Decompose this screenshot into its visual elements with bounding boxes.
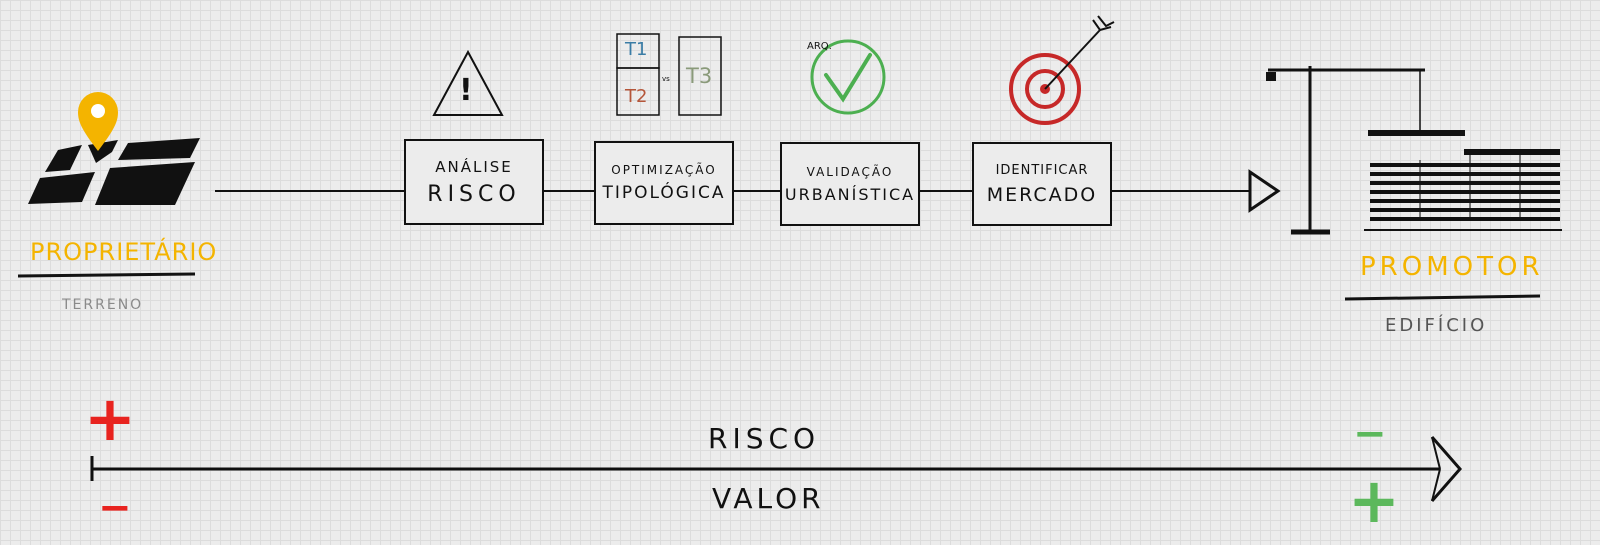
step-3-line1: VALIDAÇÃO [807,165,894,179]
right-minus-sign: − [1353,414,1387,454]
scale-valor-label: VALOR [712,482,825,515]
left-minus-sign: − [98,488,132,528]
step-1-line2: RISCO [427,182,520,207]
process-arrowhead [1250,172,1278,210]
crane-icon [1266,66,1425,232]
step-1-line1: ANÁLISE [435,158,513,176]
step-analise-risco: ANÁLISE RISCO [404,139,544,225]
step-2-line2: TIPOLÓGICA [603,183,726,203]
check-mark [826,55,870,99]
typology-t2-label: T2 [625,86,647,107]
step-optimizacao-tipologica: OPTIMIZAÇÃO TIPOLÓGICA [594,141,734,225]
typology-t3-label: T3 [686,64,712,88]
promotor-title: PROMOTOR [1360,252,1544,282]
proprietario-title: PROPRIETÁRIO [30,238,217,266]
scale-risco-label: RISCO [708,422,820,455]
building-icon [1364,133,1562,230]
land-parcels-icon [28,138,200,205]
right-plus-sign: + [1348,470,1400,532]
target-icon [1011,16,1114,123]
typology-vs-label: vs [662,75,670,83]
step-2-line1: OPTIMIZAÇÃO [611,163,716,177]
step-4-line1: IDENTIFICAR [996,163,1089,178]
terreno-subtitle: TERRENO [62,297,143,313]
step-4-line2: MERCADO [987,184,1098,206]
warning-icon: ! [459,73,473,108]
typology-t1-label: T1 [625,39,647,60]
proprietario-underline [18,274,195,276]
promotor-underline [1345,296,1540,299]
step-3-line2: URBANÍSTICA [785,185,915,204]
edificio-subtitle: EDIFÍCIO [1385,315,1487,336]
step-validacao-urbanistica: VALIDAÇÃO URBANÍSTICA [780,142,920,226]
left-plus-sign: + [84,388,136,450]
step-identificar-mercado: IDENTIFICAR MERCADO [972,142,1112,226]
check-arq-label: ARQ. [807,41,832,52]
